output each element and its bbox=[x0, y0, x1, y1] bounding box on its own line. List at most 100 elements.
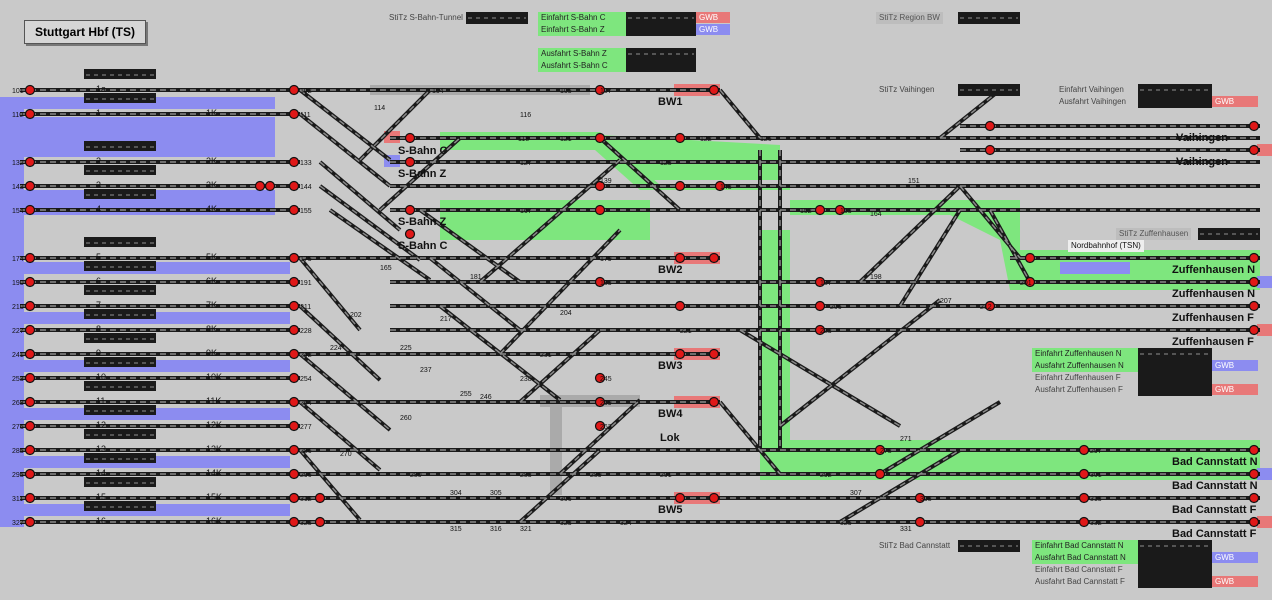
signal-311[interactable] bbox=[24, 492, 36, 504]
signal-button[interactable] bbox=[594, 420, 606, 432]
signal-button[interactable] bbox=[814, 276, 826, 288]
signal-button[interactable] bbox=[1248, 324, 1260, 336]
signal-133[interactable] bbox=[288, 156, 300, 168]
signal-button[interactable] bbox=[1248, 492, 1260, 504]
signal-button[interactable] bbox=[674, 132, 686, 144]
signal-button[interactable] bbox=[874, 468, 886, 480]
signal-110[interactable] bbox=[24, 108, 36, 120]
signal-button[interactable] bbox=[714, 180, 726, 192]
gwb-vaihingen[interactable]: GWB bbox=[1212, 96, 1258, 107]
signal-155[interactable] bbox=[288, 204, 300, 216]
signals[interactable] bbox=[24, 84, 1260, 528]
signal-button[interactable] bbox=[984, 120, 996, 132]
signal-295[interactable] bbox=[24, 468, 36, 480]
signal-button[interactable] bbox=[708, 396, 720, 408]
signal-button[interactable] bbox=[814, 204, 826, 216]
signal-button[interactable] bbox=[674, 492, 686, 504]
gwb-zuff-n[interactable]: GWB bbox=[1212, 360, 1258, 371]
signal-button[interactable] bbox=[594, 276, 606, 288]
signal-button[interactable] bbox=[708, 348, 720, 360]
signal-button[interactable] bbox=[314, 492, 326, 504]
signal-button[interactable] bbox=[1078, 492, 1090, 504]
signal-328[interactable] bbox=[288, 516, 300, 528]
signal-102[interactable] bbox=[288, 84, 300, 96]
signal-327[interactable] bbox=[24, 516, 36, 528]
signal-button[interactable] bbox=[674, 252, 686, 264]
gwb-bad-n[interactable]: GWB bbox=[1212, 552, 1258, 563]
signal-button[interactable] bbox=[674, 180, 686, 192]
signal-button[interactable] bbox=[404, 132, 416, 144]
signal-button[interactable] bbox=[594, 204, 606, 216]
signal-210[interactable] bbox=[24, 300, 36, 312]
signal-174[interactable] bbox=[24, 252, 36, 264]
signal-number-283: 283 bbox=[520, 472, 532, 479]
signal-101[interactable] bbox=[24, 84, 36, 96]
signal-button[interactable] bbox=[984, 300, 996, 312]
signal-button[interactable] bbox=[1248, 468, 1260, 480]
signal-button[interactable] bbox=[984, 144, 996, 156]
signal-312[interactable] bbox=[288, 492, 300, 504]
signal-253[interactable] bbox=[24, 372, 36, 384]
signal-144[interactable] bbox=[288, 180, 300, 192]
signal-button[interactable] bbox=[708, 84, 720, 96]
signal-button[interactable] bbox=[1024, 276, 1036, 288]
signal-button[interactable] bbox=[594, 372, 606, 384]
signal-button[interactable] bbox=[314, 516, 326, 528]
signal-button[interactable] bbox=[708, 492, 720, 504]
signal-254[interactable] bbox=[288, 372, 300, 384]
signal-241[interactable] bbox=[24, 348, 36, 360]
signal-264[interactable] bbox=[288, 396, 300, 408]
signal-143[interactable] bbox=[24, 180, 36, 192]
signal-button[interactable] bbox=[1248, 300, 1260, 312]
signal-button[interactable] bbox=[674, 348, 686, 360]
gwb-zuff-f[interactable]: GWB bbox=[1212, 384, 1258, 395]
gwb-bad-f[interactable]: GWB bbox=[1212, 576, 1258, 587]
signal-button[interactable] bbox=[1248, 252, 1260, 264]
signal-277[interactable] bbox=[288, 420, 300, 432]
signal-285[interactable] bbox=[24, 444, 36, 456]
station-title-button[interactable]: Stuttgart Hbf (TS) bbox=[24, 20, 146, 44]
signal-button[interactable] bbox=[264, 180, 276, 192]
gwb-sbahn-c[interactable]: GWB bbox=[696, 12, 730, 23]
signal-button[interactable] bbox=[1078, 468, 1090, 480]
signal-296[interactable] bbox=[288, 468, 300, 480]
signal-242[interactable] bbox=[288, 348, 300, 360]
signal-228[interactable] bbox=[288, 324, 300, 336]
signal-button[interactable] bbox=[874, 444, 886, 456]
signal-111[interactable] bbox=[288, 108, 300, 120]
signal-211[interactable] bbox=[288, 300, 300, 312]
signal-268[interactable] bbox=[24, 396, 36, 408]
signal-button[interactable] bbox=[594, 84, 606, 96]
signal-button[interactable] bbox=[814, 300, 826, 312]
signal-button[interactable] bbox=[1248, 444, 1260, 456]
gwb-sbahn-z[interactable]: GWB bbox=[696, 24, 730, 35]
signal-button[interactable] bbox=[254, 180, 266, 192]
signal-button[interactable] bbox=[1078, 444, 1090, 456]
signal-button[interactable] bbox=[814, 324, 826, 336]
signal-button[interactable] bbox=[834, 204, 846, 216]
signal-button[interactable] bbox=[404, 204, 416, 216]
signal-191[interactable] bbox=[288, 276, 300, 288]
signal-button[interactable] bbox=[594, 132, 606, 144]
signal-button[interactable] bbox=[1024, 252, 1036, 264]
signal-132[interactable] bbox=[24, 156, 36, 168]
signal-286[interactable] bbox=[288, 444, 300, 456]
signal-button[interactable] bbox=[1248, 516, 1260, 528]
signal-button[interactable] bbox=[708, 252, 720, 264]
signal-175[interactable] bbox=[288, 252, 300, 264]
signal-button[interactable] bbox=[914, 516, 926, 528]
signal-190[interactable] bbox=[24, 276, 36, 288]
signal-button[interactable] bbox=[1248, 276, 1260, 288]
signal-button[interactable] bbox=[914, 492, 926, 504]
signal-button[interactable] bbox=[594, 180, 606, 192]
signal-button[interactable] bbox=[1248, 144, 1260, 156]
signal-276[interactable] bbox=[24, 420, 36, 432]
signal-154[interactable] bbox=[24, 204, 36, 216]
signal-button[interactable] bbox=[404, 228, 416, 240]
signal-button[interactable] bbox=[1248, 120, 1260, 132]
signal-button[interactable] bbox=[1078, 516, 1090, 528]
signal-button[interactable] bbox=[674, 300, 686, 312]
signal-227[interactable] bbox=[24, 324, 36, 336]
signal-button[interactable] bbox=[404, 156, 416, 168]
signal-button[interactable] bbox=[594, 396, 606, 408]
